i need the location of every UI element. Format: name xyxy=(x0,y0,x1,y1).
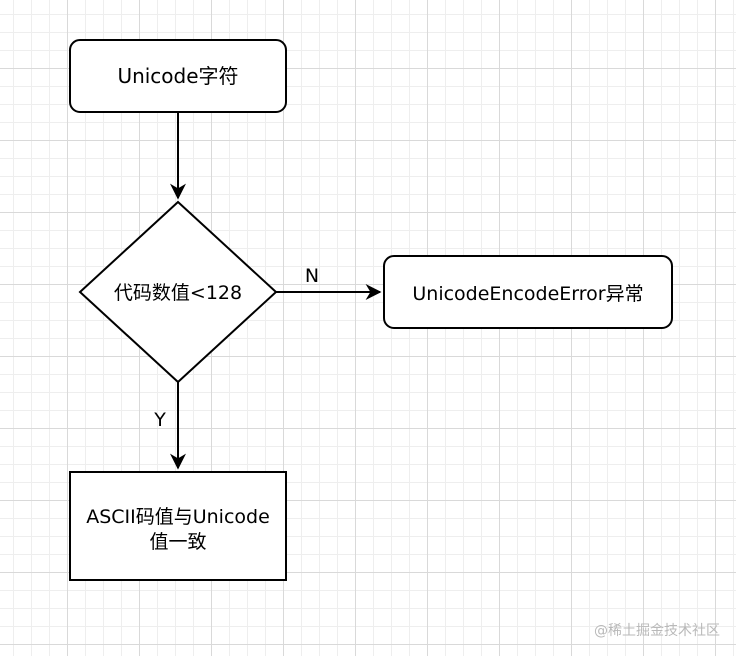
start-node[interactable]: Unicode字符 xyxy=(69,39,287,113)
result-node[interactable]: ASCII码值与Unicode 值一致 xyxy=(69,471,287,581)
error-node-label: UnicodeEncodeError异常 xyxy=(412,283,643,305)
error-node[interactable]: UnicodeEncodeError异常 xyxy=(383,255,673,329)
result-node-label-line2: 值一致 xyxy=(149,531,206,553)
error-node-shape xyxy=(383,255,673,329)
start-node-label: Unicode字符 xyxy=(117,64,238,88)
decision-node-label: 代码数值<128 xyxy=(114,282,242,304)
watermark: @稀土掘金技术社区 xyxy=(594,623,720,639)
edge-yes-label: Y xyxy=(153,409,166,431)
edge-no-label: N xyxy=(305,265,319,287)
result-node-label-line1: ASCII码值与Unicode xyxy=(86,506,270,528)
decision-node[interactable]: 代码数值<128 xyxy=(78,200,278,384)
result-node-shape xyxy=(69,471,287,581)
